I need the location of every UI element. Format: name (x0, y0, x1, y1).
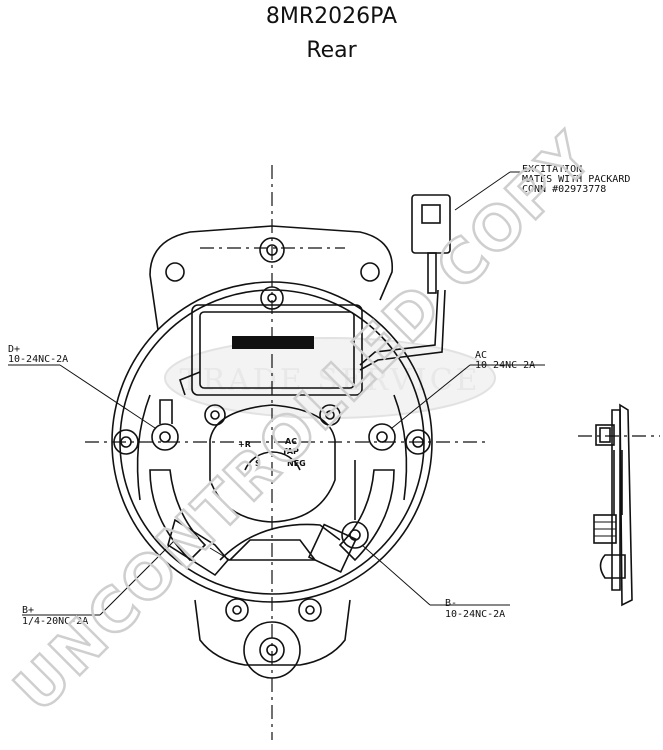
uncontrolled-copy-watermark: UNCONTROLLED COPY (1, 120, 607, 726)
d-plus-callout: D+ 10-24NC-2A (8, 344, 68, 365)
part-number-title: 8MR2026PA (265, 4, 398, 29)
side-view (593, 403, 633, 607)
wiring-harness (179, 289, 446, 561)
b-plus-label: B+ (22, 605, 34, 616)
excitation-line-1: EXCITATION (522, 164, 582, 175)
seal-text: TRADE SERVICE (179, 363, 480, 398)
trade-service-seal: TRADE SERVICE (164, 337, 496, 419)
bearing-housing: +R AC TAP S NEG (209, 404, 336, 523)
ac-callout: AC 10-24NC-2A (475, 350, 535, 371)
d-plus-terminal (151, 399, 179, 451)
leader-lines (8, 171, 545, 616)
ac-thread: 10-24NC-2A (475, 360, 535, 371)
voltage-regulator (191, 304, 363, 426)
terminal-ac-mark: AC (285, 437, 297, 446)
center-lines (85, 165, 660, 740)
view-subtitle: Rear (306, 38, 357, 63)
mounting-bosses (113, 286, 431, 622)
pivot-boss (243, 621, 301, 679)
alternator-housing (111, 281, 433, 666)
b-plus-callout: B+ 1/4-20NC-2A (22, 605, 88, 627)
d-plus-thread: 10-24NC-2A (8, 354, 68, 365)
excitation-line-3: CONN #02973778 (522, 184, 606, 195)
d-plus-label: D+ (8, 344, 20, 355)
b-plus-thread: 1/4-20NC-2A (22, 616, 88, 627)
ac-label: AC (475, 350, 487, 361)
terminal-neg-mark: NEG (287, 459, 306, 468)
terminal-r-mark: +R (238, 440, 251, 449)
b-plus-terminal (167, 518, 231, 577)
terminal-tap-mark: TAP (282, 447, 299, 456)
excitation-line-2: MATES WITH PACKARD (522, 174, 630, 185)
cooling-slots (149, 469, 395, 562)
excitation-callout: EXCITATION MATES WITH PACKARD CONN #0297… (522, 164, 630, 195)
b-minus-thread: 10-24NC-2A (445, 609, 505, 620)
ac-terminal (368, 423, 396, 451)
excitation-connector (411, 194, 451, 294)
b-minus-label: B- (445, 598, 457, 609)
b-minus-callout: B- 10-24NC-2A (445, 598, 505, 620)
b-minus-terminal (307, 521, 369, 573)
mounting-bracket (149, 225, 393, 331)
terminal-s-mark: S (255, 459, 261, 468)
